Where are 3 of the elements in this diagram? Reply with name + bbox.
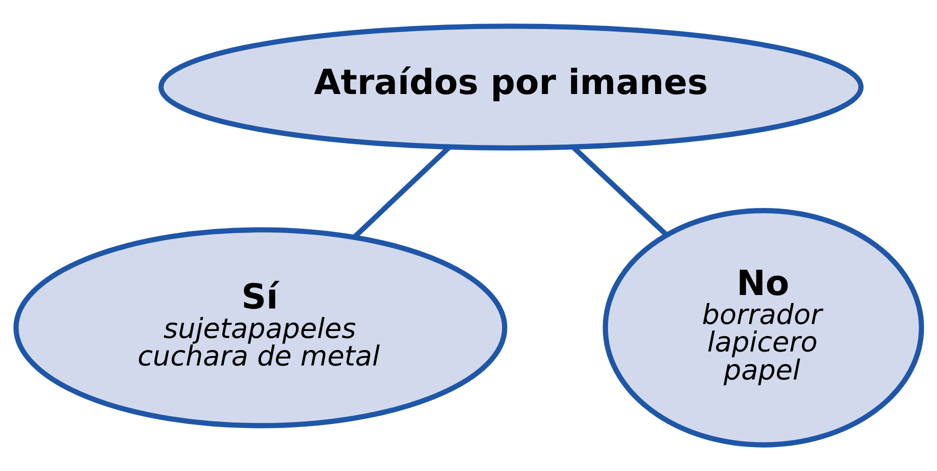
node-ellipse: No borrador lapicero papel (602, 208, 924, 448)
node-ellipse: Sí sujetapapeles cuchara de metal (13, 227, 508, 428)
node-ellipse: Atraídos por imanes (158, 24, 864, 150)
